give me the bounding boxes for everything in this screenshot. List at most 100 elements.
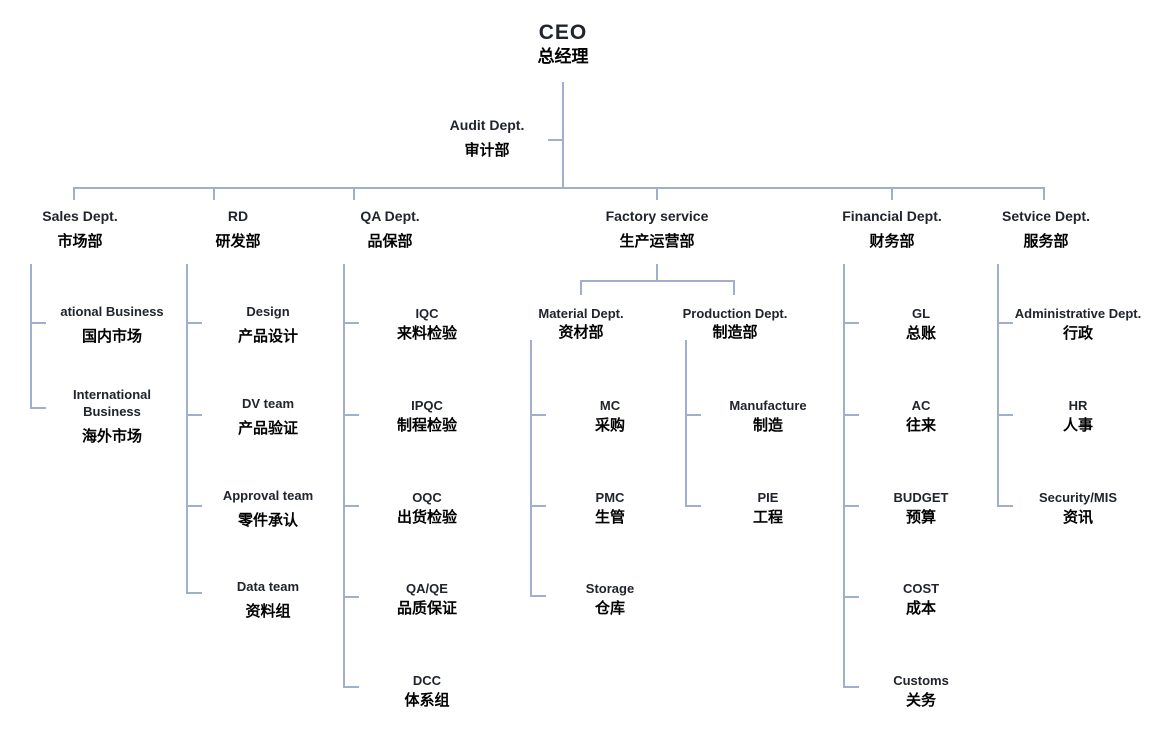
node-qa-child-4: DCC 体系组	[357, 672, 497, 709]
bracket-service	[997, 264, 999, 507]
tick-sales-0	[30, 322, 46, 324]
qa-child-3-en: QA/QE	[406, 581, 448, 596]
qa-child-0-en: IQC	[415, 306, 439, 321]
node-dept-service: Setvice Dept. 服务部	[976, 207, 1116, 250]
tick-qa-3	[343, 596, 359, 598]
qa-child-2-zh: 出货检验	[396, 509, 457, 526]
node-dept-factory: Factory service 生产运营部	[572, 207, 742, 250]
dept-factory-en: Factory service	[605, 208, 709, 224]
production-child-0-en: Manufacture	[729, 398, 807, 413]
material-child-0-zh: 采购	[594, 417, 625, 434]
material-dept-en: Material Dept.	[538, 306, 624, 321]
financial-child-4-en: Customs	[893, 673, 949, 688]
sales-child-1-zh: 海外市场	[81, 428, 142, 445]
financial-child-1-zh: 往来	[905, 417, 936, 434]
node-audit-dept-zh: 审计部	[464, 142, 510, 159]
connector-drop-qa	[353, 187, 355, 200]
tick-rd-2	[186, 505, 202, 507]
connector-main-rail	[73, 187, 1045, 189]
node-ceo-subtitle: 总经理	[537, 47, 589, 66]
bracket-sales	[30, 264, 32, 409]
tick-rd-1	[186, 414, 202, 416]
bracket-qa	[343, 264, 345, 688]
dept-sales-en: Sales Dept.	[42, 208, 118, 224]
dept-service-en: Setvice Dept.	[1002, 208, 1090, 224]
service-child-2-zh: 资讯	[1062, 509, 1093, 526]
sales-child-1-en: International Business	[72, 387, 151, 419]
rd-child-3-en: Data team	[236, 579, 300, 594]
qa-child-4-zh: 体系组	[404, 692, 450, 709]
financial-child-0-en: GL	[911, 306, 931, 321]
node-financial-child-3: COST 成本	[851, 580, 991, 617]
dept-sales-zh: 市场部	[57, 233, 103, 250]
node-dept-sales: Sales Dept. 市场部	[5, 207, 155, 250]
production-dept-zh: 制造部	[712, 324, 758, 341]
tick-financial-3	[843, 596, 859, 598]
tick-service-2	[997, 505, 1013, 507]
node-qa-child-2: OQC 出货检验	[357, 489, 497, 526]
rd-child-0-en: Design	[246, 304, 290, 319]
tick-sales-1	[30, 407, 46, 409]
rd-child-2-en: Approval team	[222, 488, 314, 503]
dept-rd-en: RD	[227, 208, 249, 224]
node-service-child-2: Security/MIS 资讯	[993, 489, 1161, 526]
production-child-0-zh: 制造	[752, 417, 783, 434]
connector-drop-sales	[73, 187, 75, 200]
material-child-1-zh: 生管	[594, 509, 625, 526]
qa-child-3-zh: 品质保证	[396, 600, 457, 617]
node-material-child-0: MC 采购	[545, 397, 675, 434]
tick-material-2	[530, 595, 546, 597]
material-child-2-zh: 仓库	[594, 600, 625, 617]
financial-child-4-zh: 关务	[905, 692, 936, 709]
bracket-material	[530, 340, 532, 597]
node-dept-rd: RD 研发部	[178, 207, 298, 250]
node-production-child-1: PIE 工程	[703, 489, 833, 526]
node-production-child-0: Manufacture 制造	[703, 397, 833, 434]
bracket-financial	[843, 264, 845, 688]
tick-rd-0	[186, 322, 202, 324]
tick-production-1	[685, 505, 701, 507]
service-child-0-en: Administrative Dept.	[1014, 306, 1142, 321]
connector-ceo-vertical	[562, 82, 564, 187]
node-material-dept: Material Dept. 资材部	[506, 305, 656, 341]
service-child-0-zh: 行政	[1062, 325, 1093, 342]
dept-factory-zh: 生产运营部	[619, 233, 695, 250]
tick-qa-2	[343, 505, 359, 507]
sales-child-0-en: ational Business	[60, 304, 164, 319]
service-child-1-en: HR	[1068, 398, 1088, 413]
dept-financial-en: Financial Dept.	[842, 208, 942, 224]
production-child-1-zh: 工程	[752, 509, 783, 526]
node-financial-child-4: Customs 关务	[851, 672, 991, 709]
node-dept-qa: QA Dept. 品保部	[325, 207, 455, 250]
production-child-1-en: PIE	[757, 490, 779, 505]
tick-rd-3	[186, 592, 202, 594]
tick-financial-2	[843, 505, 859, 507]
connector-drop-factory	[656, 187, 658, 200]
rd-child-0-zh: 产品设计	[237, 328, 298, 345]
node-ceo-title: CEO	[538, 21, 588, 44]
connector-audit-stub	[548, 139, 563, 141]
rd-child-1-en: DV team	[241, 396, 295, 411]
node-rd-child-0: Design 产品设计	[198, 303, 338, 345]
tick-financial-1	[843, 414, 859, 416]
tick-qa-0	[343, 322, 359, 324]
financial-child-2-zh: 预算	[905, 509, 936, 526]
node-qa-child-1: IPQC 制程检验	[357, 397, 497, 434]
production-dept-en: Production Dept.	[682, 306, 788, 321]
node-material-child-1: PMC 生管	[545, 489, 675, 526]
connector-drop-production	[733, 280, 735, 295]
material-dept-zh: 资材部	[558, 324, 604, 341]
node-financial-child-0: GL 总账	[851, 305, 991, 342]
node-financial-child-1: AC 往来	[851, 397, 991, 434]
qa-child-0-zh: 来料检验	[396, 325, 457, 342]
material-child-0-en: MC	[599, 398, 621, 413]
tick-service-1	[997, 414, 1013, 416]
bracket-rd	[186, 264, 188, 594]
financial-child-0-zh: 总账	[905, 325, 936, 342]
node-audit-dept: Audit Dept. 审计部	[422, 116, 552, 159]
qa-child-1-en: IPQC	[411, 398, 443, 413]
node-rd-child-2: Approval team 零件承认	[198, 487, 338, 529]
rd-child-2-zh: 零件承认	[237, 512, 298, 529]
node-qa-child-3: QA/QE 品质保证	[357, 580, 497, 617]
